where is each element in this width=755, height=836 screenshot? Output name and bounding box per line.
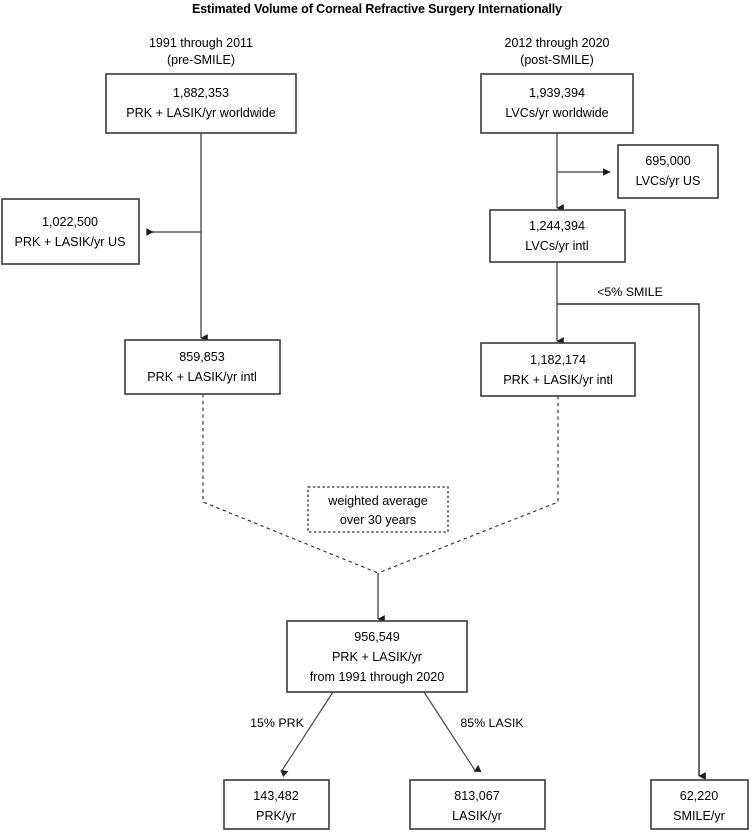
node-combined[interactable]: 956,549 PRK + LASIK/yr from 1991 through… — [286, 620, 468, 693]
right-column-period: 2012 through 2020 — [505, 36, 610, 50]
node-post-us-value: 695,000 — [645, 154, 691, 168]
chart-title: Estimated Volume of Corneal Refractive S… — [192, 2, 562, 16]
node-weighted-average-note: weighted average over 30 years — [307, 486, 449, 533]
edge-label-lasik-share: 85% LASIK — [460, 716, 524, 730]
node-lasik-out-value: 813,067 — [454, 789, 500, 803]
edge-combined-to-lasik — [423, 691, 482, 773]
node-pre-worldwide-value: 1,882,353 — [173, 86, 229, 100]
edge-pre-intl-to-combined — [202, 394, 379, 574]
node-post-intl-lvc-label: LVCs/yr intl — [525, 239, 588, 253]
node-post-intl-prk-lasik[interactable]: 1,182,174 PRK + LASIK/yr intl — [480, 342, 636, 397]
node-post-worldwide-value: 1,939,394 — [529, 86, 585, 100]
node-prk-out[interactable]: 143,482 PRK/yr — [223, 779, 330, 830]
right-column-phase: (post-SMILE) — [520, 53, 594, 67]
node-lasik-out[interactable]: 813,067 LASIK/yr — [409, 779, 546, 830]
weighted-average-line1: weighted average — [327, 494, 427, 508]
node-prk-out-label: PRK/yr — [256, 809, 296, 823]
node-post-intl-lvc[interactable]: 1,244,394 LVCs/yr intl — [489, 209, 626, 263]
node-post-intl-prk-lasik-value: 1,182,174 — [530, 353, 586, 367]
node-smile-out[interactable]: 62,220 SMILE/yr — [650, 779, 749, 830]
node-prk-out-value: 143,482 — [253, 789, 299, 803]
edge-intl-prk-lasik-to-combined — [377, 396, 559, 574]
node-post-worldwide[interactable]: 1,939,394 LVCs/yr worldwide — [480, 73, 634, 134]
node-post-worldwide-label: LVCs/yr worldwide — [505, 106, 608, 120]
node-smile-out-label: SMILE/yr — [673, 809, 725, 823]
node-pre-intl-value: 859,853 — [179, 350, 225, 364]
left-column-phase: (pre-SMILE) — [167, 53, 235, 67]
weighted-average-line2: over 30 years — [340, 513, 416, 527]
node-pre-worldwide[interactable]: 1,882,353 PRK + LASIK/yr worldwide — [105, 73, 297, 134]
node-smile-out-value: 62,220 — [680, 789, 719, 803]
node-post-us[interactable]: 695,000 LVCs/yr US — [617, 144, 719, 199]
node-pre-intl-label: PRK + LASIK/yr intl — [147, 370, 257, 384]
node-post-intl-prk-lasik-label: PRK + LASIK/yr intl — [503, 373, 613, 387]
node-lasik-out-label: LASIK/yr — [452, 809, 502, 823]
node-combined-label1: PRK + LASIK/yr — [332, 650, 422, 664]
node-post-intl-lvc-value: 1,244,394 — [529, 219, 585, 233]
edge-label-prk-share: 15% PRK — [250, 716, 304, 730]
edge-label-smile-share: <5% SMILE — [597, 285, 663, 299]
node-pre-us-value: 1,022,500 — [42, 215, 98, 229]
node-post-us-label: LVCs/yr US — [636, 174, 701, 188]
edge-combined-to-prk — [280, 691, 334, 778]
node-combined-label2: from 1991 through 2020 — [310, 670, 444, 684]
node-pre-us[interactable]: 1,022,500 PRK + LASIK/yr US — [1, 198, 140, 265]
node-pre-worldwide-label: PRK + LASIK/yr worldwide — [126, 106, 275, 120]
node-pre-us-label: PRK + LASIK/yr US — [15, 235, 126, 249]
left-column-period: 1991 through 2011 — [149, 36, 253, 50]
node-combined-value: 956,549 — [354, 630, 400, 644]
node-pre-intl[interactable]: 859,853 PRK + LASIK/yr intl — [124, 339, 281, 395]
edge-smile-branch — [557, 303, 700, 772]
